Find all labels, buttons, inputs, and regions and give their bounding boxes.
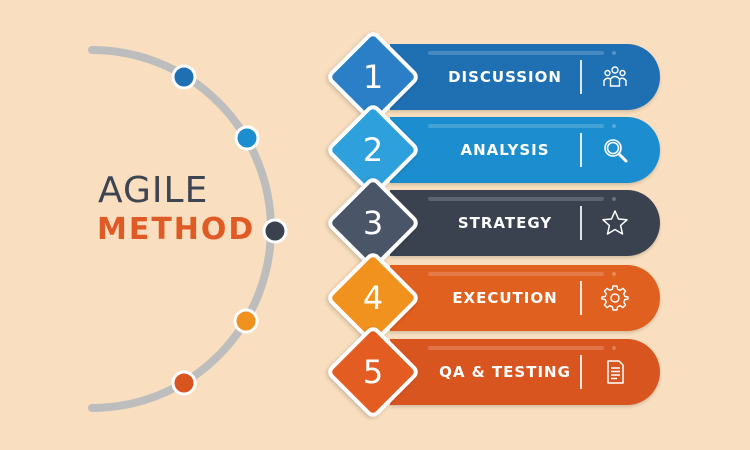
step-bar: STRATEGY: [390, 190, 660, 256]
timeline-dot-1: [171, 64, 197, 90]
step-badge: 3: [324, 174, 422, 272]
team-icon: [603, 66, 627, 87]
step-badge: 5: [324, 323, 422, 421]
bar-divider: [580, 133, 582, 167]
step-bar: EXECUTION: [390, 265, 660, 331]
step-number: 2: [362, 131, 384, 169]
step-4: EXECUTION 4: [0, 249, 750, 347]
step-3: STRATEGY 3: [0, 174, 750, 272]
bar-highlight-dot: [612, 197, 616, 201]
bar-divider: [580, 355, 582, 389]
step-5: QA & TESTING 5: [0, 323, 750, 421]
step-1: DISCUSSION 1: [0, 28, 750, 126]
gear-icon: [601, 285, 629, 311]
step-bar: DISCUSSION: [390, 44, 660, 110]
timeline-dot-2: [234, 125, 260, 151]
step-number: 1: [362, 58, 384, 96]
step-label: DISCUSSION: [448, 68, 562, 86]
bar-highlight: [428, 197, 604, 201]
bar-highlight-dot: [612, 346, 616, 350]
step-number: 4: [362, 279, 384, 317]
bar-highlight-dot: [612, 124, 616, 128]
step-label: EXECUTION: [452, 289, 558, 307]
timeline-dot-5: [171, 370, 197, 396]
title-method: METHOD: [97, 212, 256, 247]
step-bar: ANALYSIS: [390, 117, 660, 183]
star-icon: [602, 210, 628, 235]
step-bar: QA & TESTING: [390, 339, 660, 405]
magnifier-icon: [604, 139, 628, 163]
step-label: QA & TESTING: [439, 363, 571, 381]
timeline-dot-3: [262, 218, 288, 244]
bar-highlight-dot: [612, 272, 616, 276]
document-icon: [607, 360, 624, 384]
bar-highlight: [428, 346, 604, 350]
bar-divider: [580, 60, 582, 94]
step-badge: 4: [324, 249, 422, 347]
step-number: 3: [362, 204, 384, 242]
bar-highlight-dot: [612, 51, 616, 55]
bar-highlight: [428, 124, 604, 128]
bar-divider: [580, 281, 582, 315]
step-number: 5: [362, 353, 384, 391]
bar-highlight: [428, 272, 604, 276]
timeline-dot-4: [233, 308, 259, 334]
step-label: ANALYSIS: [460, 141, 550, 159]
step-badge: 1: [324, 28, 422, 126]
step-badge: 2: [324, 101, 422, 199]
title-agile: AGILE: [98, 170, 209, 211]
bar-highlight: [428, 51, 604, 55]
step-label: STRATEGY: [457, 214, 553, 232]
step-2: ANALYSIS 2: [0, 101, 750, 199]
bar-divider: [580, 206, 582, 240]
